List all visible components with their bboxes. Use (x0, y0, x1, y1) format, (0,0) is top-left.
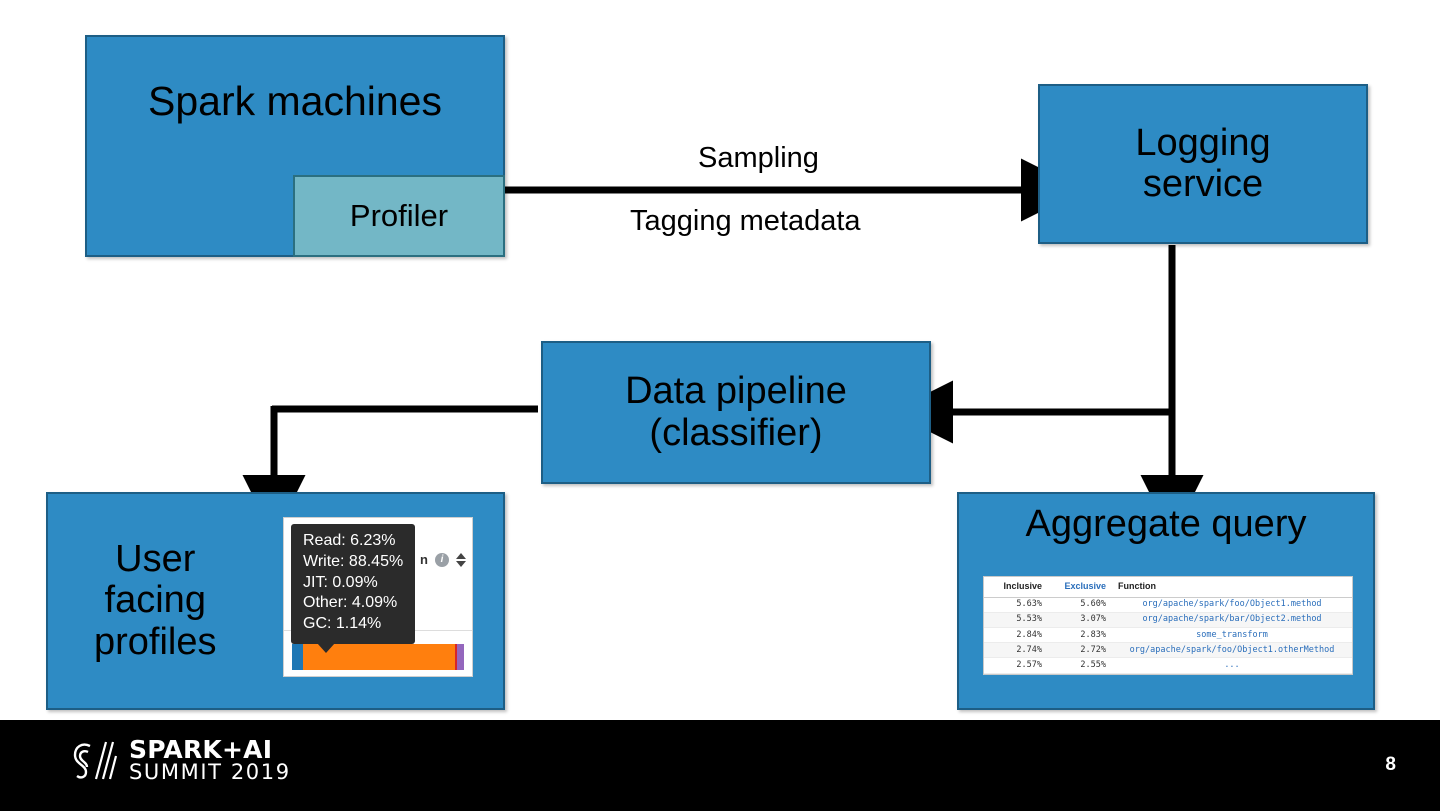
tooltip-line-other: Other: 4.09% (303, 594, 398, 612)
cell-function[interactable]: some_transform (1112, 627, 1352, 644)
column-header-inclusive[interactable]: Inclusive (984, 577, 1048, 598)
cell-inclusive: 2.84% (984, 627, 1048, 644)
box-aggregate-query: Aggregate query Inclusive Exclusive Func… (957, 492, 1375, 710)
arrow-pipeline-to-profiles (242, 405, 538, 538)
cell-exclusive: 2.72% (1048, 642, 1112, 659)
box-logging-service: Logging service (1038, 84, 1368, 244)
bar-segment-other[interactable] (456, 644, 464, 670)
sort-arrows-icon[interactable] (456, 552, 466, 567)
box-user-facing-profiles-label: User facing profiles (94, 538, 217, 663)
cell-exclusive: 2.55% (1048, 657, 1112, 674)
spark-summit-logo-icon (73, 741, 118, 780)
table-header-row: Inclusive Exclusive Function (984, 577, 1352, 598)
arrow-label-sampling: Sampling (698, 142, 819, 174)
table-row[interactable]: 2.57%2.55%... (984, 657, 1352, 674)
logo-line-2: SUMMIT 2019 (129, 760, 291, 784)
box-profiler-label: Profiler (349, 198, 449, 234)
info-icon[interactable]: i (435, 552, 449, 567)
footer-bar: SPARK+AI SUMMIT 2019 8 (0, 720, 1440, 811)
table-row[interactable]: 2.74%2.72%org/apache/spark/foo/Object1.o… (984, 642, 1352, 659)
tooltip-tail-icon (317, 642, 335, 653)
arrow-label-tagging-metadata: Tagging metadata (630, 205, 861, 237)
box-spark-machines-label: Spark machines (148, 78, 442, 124)
column-header-function[interactable]: Function (1112, 577, 1352, 598)
profile-card-header-text: n (420, 552, 428, 567)
bar-segment-read[interactable] (292, 644, 303, 670)
tooltip-line-write: Write: 88.45% (303, 552, 404, 570)
tooltip-line-gc: GC: 1.14% (303, 615, 382, 633)
tooltip-line-read: Read: 6.23% (303, 532, 396, 549)
table-row[interactable]: 5.53%3.07%org/apache/spark/bar/Object2.m… (984, 612, 1352, 629)
cell-exclusive: 3.07% (1048, 612, 1112, 629)
cell-function[interactable]: org/apache/spark/bar/Object2.method (1112, 612, 1352, 629)
profile-card-header: n i (420, 552, 466, 567)
page-number: 8 (1385, 754, 1396, 775)
logo-line-1: SPARK+AI (129, 735, 273, 764)
box-data-pipeline-label: Data pipeline (classifier) (625, 370, 847, 454)
table-row[interactable]: 5.63%5.60%org/apache/spark/foo/Object1.m… (984, 597, 1352, 613)
cell-function[interactable]: ... (1112, 657, 1352, 674)
box-logging-service-label: Logging service (1135, 121, 1271, 205)
box-aggregate-query-label: Aggregate query (1025, 503, 1307, 545)
table-row[interactable]: 2.84%2.83%some_transform (984, 627, 1352, 644)
tooltip-line-jit: JIT: 0.09% (303, 573, 378, 591)
spark-summit-logo: SPARK+AI SUMMIT 2019 (72, 737, 291, 783)
cell-inclusive: 2.57% (984, 657, 1048, 674)
cell-function[interactable]: org/apache/spark/foo/Object1.method (1112, 597, 1352, 613)
box-data-pipeline: Data pipeline (classifier) (541, 341, 931, 484)
arrow-logging-to-pipeline (890, 245, 1176, 444)
cell-inclusive: 2.74% (984, 642, 1048, 659)
cell-exclusive: 5.60% (1048, 597, 1112, 613)
cell-inclusive: 5.53% (984, 612, 1048, 629)
aggregate-query-table: Inclusive Exclusive Function 5.63%5.60%o… (983, 576, 1353, 675)
box-profiler: Profiler (293, 175, 505, 257)
cell-function[interactable]: org/apache/spark/foo/Object1.otherMethod (1112, 642, 1352, 659)
column-header-exclusive[interactable]: Exclusive (1048, 577, 1112, 598)
bar-segment-gc[interactable] (454, 644, 457, 670)
profile-tooltip: Read: 6.23% Write: 88.45% JIT: 0.09% Oth… (291, 524, 416, 653)
cell-exclusive: 2.83% (1048, 627, 1112, 644)
cell-inclusive: 5.63% (984, 597, 1048, 613)
